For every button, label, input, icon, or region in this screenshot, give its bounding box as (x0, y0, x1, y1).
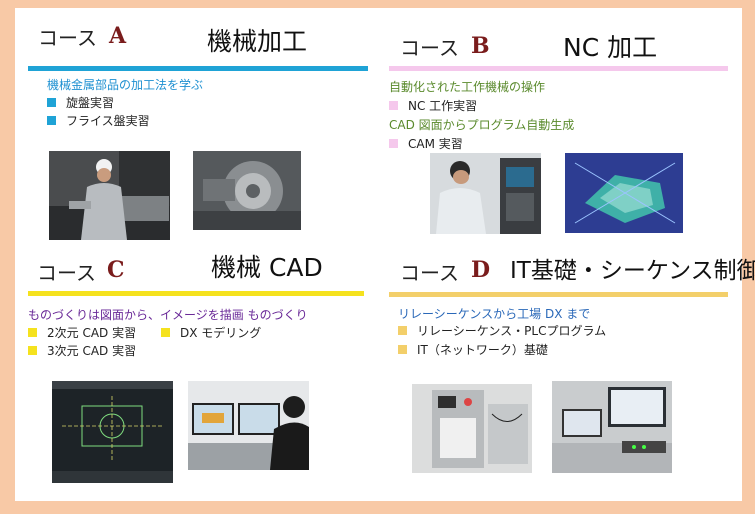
course-d-label: コース (400, 261, 459, 285)
course-panel: コース A 機械加工 機械金属部品の加工法を学ぶ 旋盤実習 フライス盤実習 (15, 8, 755, 501)
bullet-square-icon (398, 345, 407, 354)
course-b-item: NC 工作実習 (389, 97, 477, 114)
course-d-item-label: リレーシーケンス・PLCプログラム (417, 324, 607, 338)
relay-trainer-photo (412, 384, 532, 473)
course-c-letter: C (107, 257, 125, 283)
course-d-item: IT（ネットワーク）基礎 (398, 341, 548, 358)
course-b-item-label: CAM 実習 (408, 137, 463, 151)
course-d-letter: D (471, 257, 491, 283)
course-d-item-label: IT（ネットワーク）基礎 (417, 343, 548, 357)
course-c-divider (28, 291, 364, 296)
course-a-letter: A (109, 23, 127, 49)
course-c-item: 3次元 CAD 実習 (28, 342, 136, 359)
course-b-item-label: NC 工作実習 (408, 99, 478, 113)
cad-drawing-photo (52, 381, 173, 483)
bullet-square-icon (47, 98, 56, 107)
nc-machine-operator-photo (430, 153, 541, 234)
course-c-subtitle: ものづくりは図面から、イメージを描画 ものづくり (28, 308, 308, 322)
lathe-worker-photo (49, 151, 170, 240)
bullet-square-icon (28, 328, 37, 337)
course-d-subtitle: リレーシーケンスから工場 DX まで (398, 307, 591, 321)
bullet-square-icon (389, 101, 398, 110)
course-d-item: リレーシーケンス・PLCプログラム (398, 322, 606, 339)
it-network-lab-photo (552, 381, 672, 473)
course-b-title: NC 加工 (563, 33, 658, 62)
course-a-subtitle: 機械金属部品の加工法を学ぶ (47, 78, 204, 92)
course-c-item: DX モデリング (161, 324, 261, 341)
course-b-subtitle-2: CAD 図面からプログラム自動生成 (389, 118, 575, 132)
course-a-item-label: フライス盤実習 (66, 114, 150, 128)
course-c-title: 機械 CAD (211, 253, 323, 282)
course-a-title: 機械加工 (207, 27, 308, 56)
course-c-item-label: 2次元 CAD 実習 (47, 326, 137, 340)
course-c-item: 2次元 CAD 実習 (28, 324, 136, 341)
course-b-letter: B (471, 33, 490, 59)
cam-screen-photo (565, 153, 683, 233)
lathe-chuck-photo (193, 151, 301, 230)
bullet-square-icon (161, 328, 170, 337)
course-b-item: CAM 実習 (389, 135, 463, 152)
cad-workstation-photo (188, 381, 309, 470)
course-b-label: コース (400, 36, 459, 60)
course-b-divider (389, 66, 728, 71)
course-a-item: 旋盤実習 (47, 94, 114, 111)
course-a-label: コース (38, 26, 97, 50)
course-c-item-label: 3次元 CAD 実習 (47, 344, 137, 358)
course-d-divider (389, 292, 728, 297)
course-a-item: フライス盤実習 (47, 112, 150, 129)
course-c-item-label: DX モデリング (180, 326, 262, 340)
course-a-item-label: 旋盤実習 (66, 96, 115, 110)
course-c-label: コース (37, 261, 96, 285)
bullet-square-icon (389, 139, 398, 148)
bullet-square-icon (28, 346, 37, 355)
bullet-square-icon (398, 326, 407, 335)
course-b-subtitle: 自動化された工作機械の操作 (389, 80, 546, 94)
course-d-title: IT基礎・シーケンス制御 (510, 258, 755, 284)
bullet-square-icon (47, 116, 56, 125)
course-a-divider (28, 66, 368, 71)
